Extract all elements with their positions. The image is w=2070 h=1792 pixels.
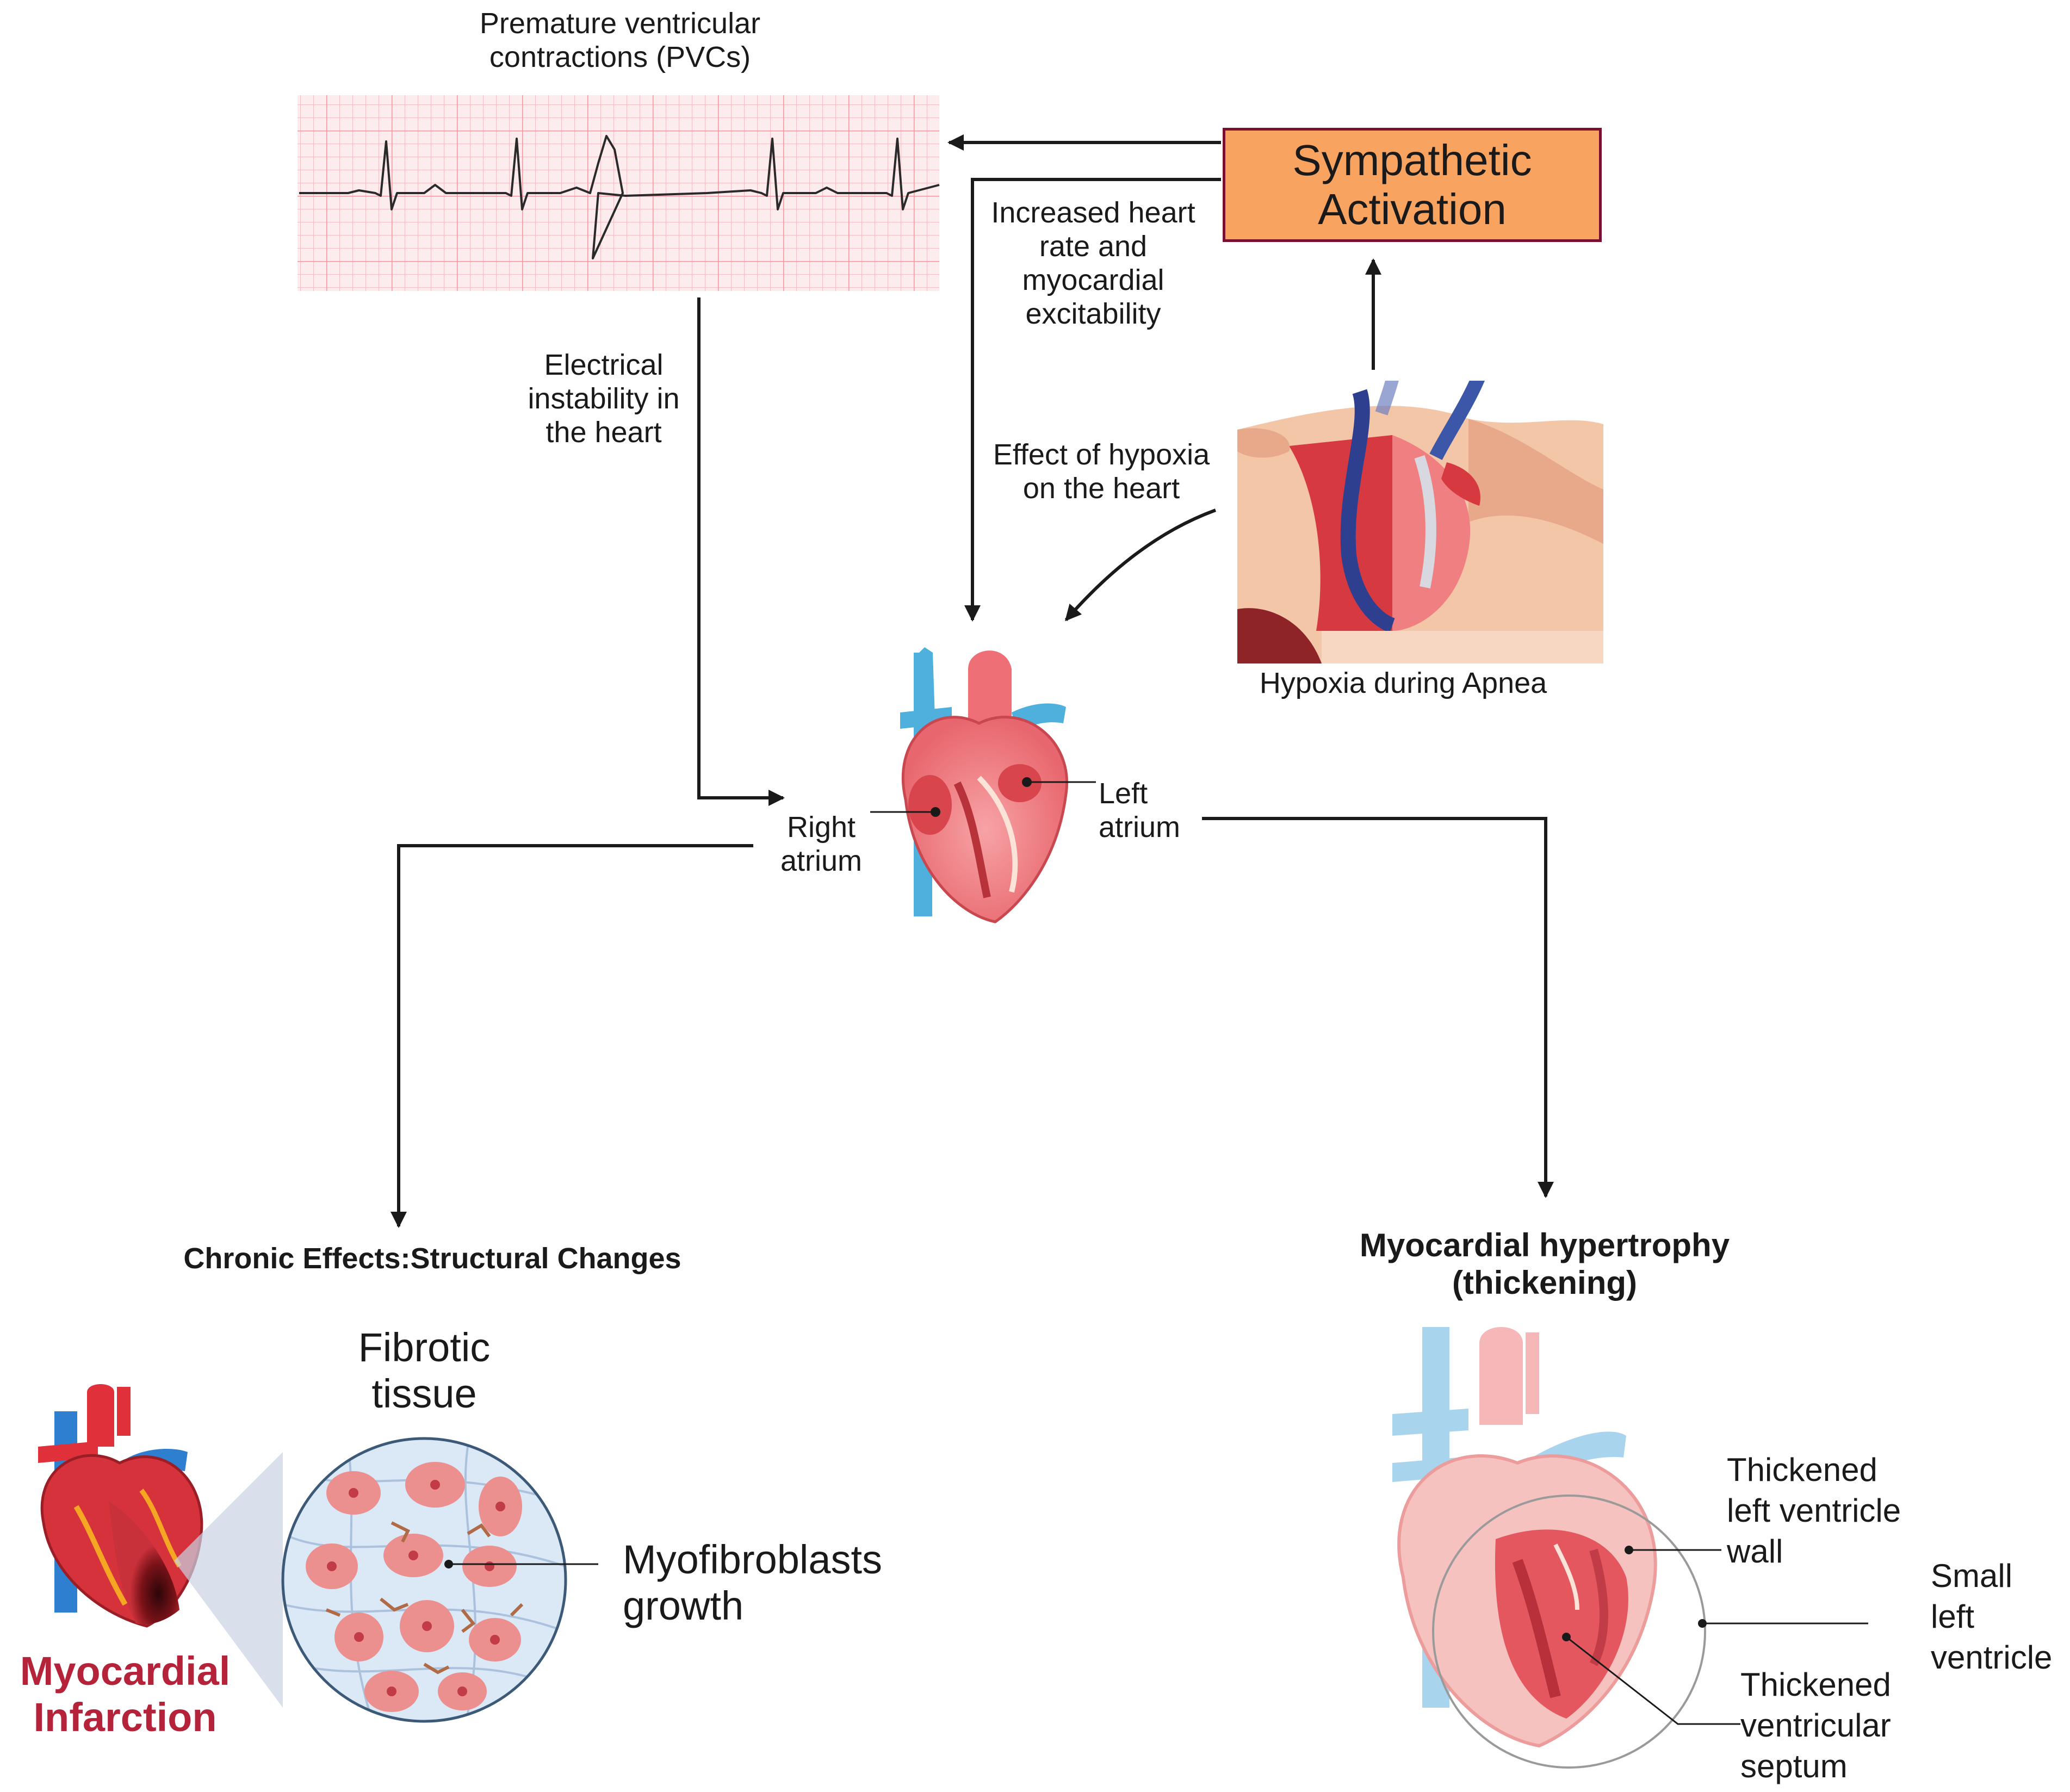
sympathetic-activation-box: Sympathetic Activation [1223,128,1602,242]
pvc-label: Premature ventricular contractions (PVCs… [479,7,761,74]
hypertrophy-heading: Myocardial hypertrophy (thickening) [1359,1227,1730,1301]
right-atrium-label: Right atrium [780,811,863,878]
ecg-trace [299,135,940,259]
small-lv-label: Small left ventricle [1931,1558,2053,1676]
left-atrium-label: Left atrium [1099,777,1181,844]
thickened-lv-wall-label: Thickened left ventricle wall [1727,1452,1901,1570]
electrical-instability-label: Electrical instability in the heart [528,349,680,449]
hypertrophy-heart [1392,1327,1868,1769]
hypoxia-during-apnea-label: Hypoxia during Apnea [1259,667,1547,699]
increased-heart-rate-label: Increased heart rate and myocardial exci… [991,196,1195,331]
infarction-heart [38,1384,283,1708]
ecg-strip [298,95,940,291]
central-heart [900,647,1069,923]
arrows [391,134,1554,1228]
chronic-effects-heading: Chronic Effects:Structural Changes [183,1242,681,1275]
thickened-septum-label: Thickened ventricular septum [1740,1666,1891,1784]
atrium-leaders [870,781,1096,813]
cell-group [306,1462,522,1712]
myofibroblasts-label: Myofibroblasts growth [623,1537,883,1629]
fibrotic-circle [281,1437,598,1723]
sympathetic-line-2: Activation [1318,185,1507,233]
sympathetic-line-1: Sympathetic [1292,136,1532,185]
apnea-illustration [1237,381,1603,664]
sympathetic-box-fill [1223,128,1602,242]
myocardial-infarction-label: Myocardial Infarction [20,1648,231,1740]
hypoxia-effect-label: Effect of hypoxia on the heart [993,438,1210,505]
fibrotic-tissue-label: Fibrotic tissue [358,1325,491,1417]
